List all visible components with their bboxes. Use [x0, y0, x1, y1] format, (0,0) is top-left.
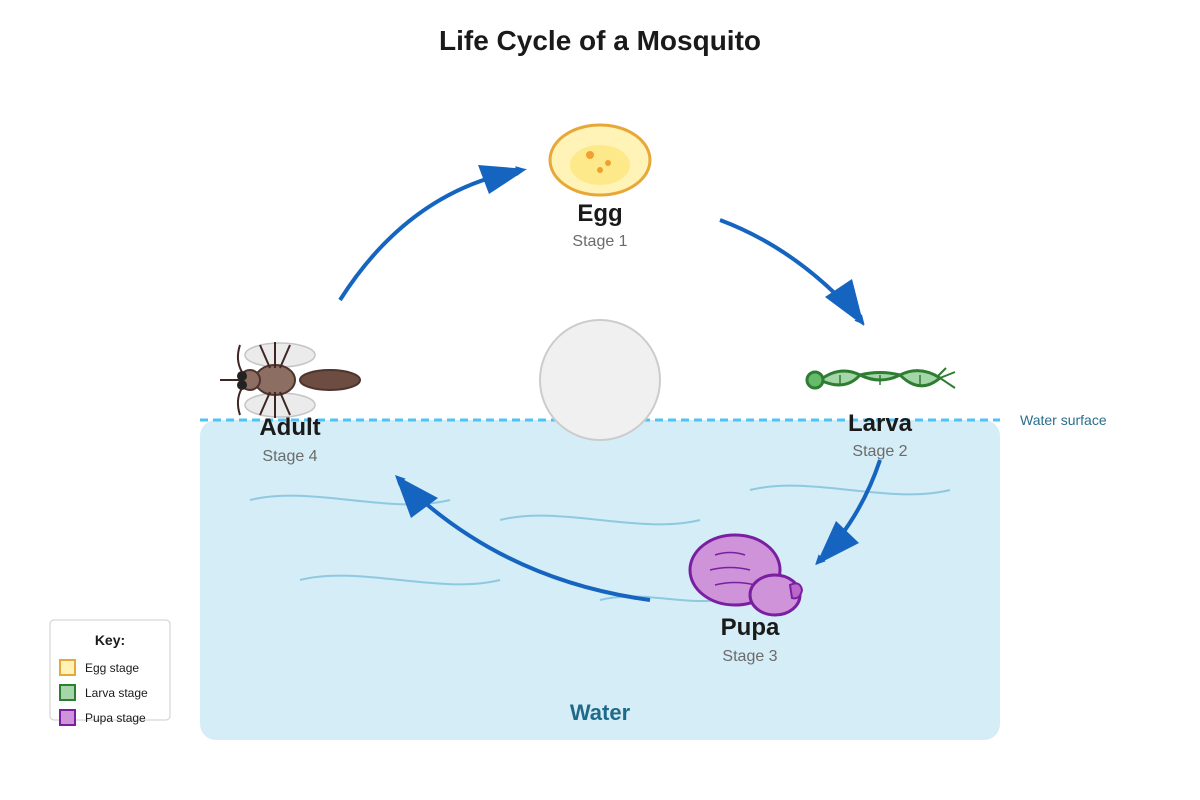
arrowhead-to-larva [825, 279, 864, 326]
larva-stage-number: Stage 2 [852, 443, 907, 460]
legend-title: Key: [95, 632, 125, 648]
center-circle [539, 319, 661, 441]
arrowheads [395, 165, 864, 565]
adult-stage-number: Stage 4 [262, 448, 317, 465]
egg-stage-number: Stage 1 [572, 233, 627, 250]
arrowhead-to-pupa [816, 521, 859, 565]
water-region [200, 420, 1000, 740]
legend-swatch-pupa [59, 709, 76, 726]
mosquito-icon [220, 342, 361, 418]
pupa-icon [688, 533, 804, 617]
legend-item-egg: Egg stage [59, 659, 139, 676]
larva-icon [805, 367, 956, 390]
legend-label-pupa: Pupa stage [85, 711, 146, 725]
legend-label-larva: Larva stage [85, 686, 148, 700]
arrowhead-to-adult [395, 475, 438, 518]
arrowhead-to-egg [478, 165, 527, 194]
legend: Key: Egg stage Larva stage Pupa stage [49, 619, 171, 726]
legend-swatch-egg [59, 659, 76, 676]
egg-label: Egg [577, 200, 622, 227]
pupa-stage-number: Stage 3 [722, 648, 777, 665]
legend-swatch-larva [59, 684, 76, 701]
larva-label: Larva [848, 410, 913, 437]
diagram-title: Life Cycle of a Mosquito [439, 25, 761, 56]
legend-item-pupa: Pupa stage [59, 709, 146, 726]
legend-label-egg: Egg stage [85, 661, 139, 675]
legend-box [49, 619, 171, 721]
pupa-label: Pupa [721, 614, 780, 641]
legend-item-larva: Larva stage [59, 684, 148, 701]
adult-label: Adult [259, 414, 320, 441]
water-surface-label: Water surface [1020, 412, 1107, 428]
egg-icon [548, 123, 652, 197]
water-label: Water [570, 700, 631, 725]
